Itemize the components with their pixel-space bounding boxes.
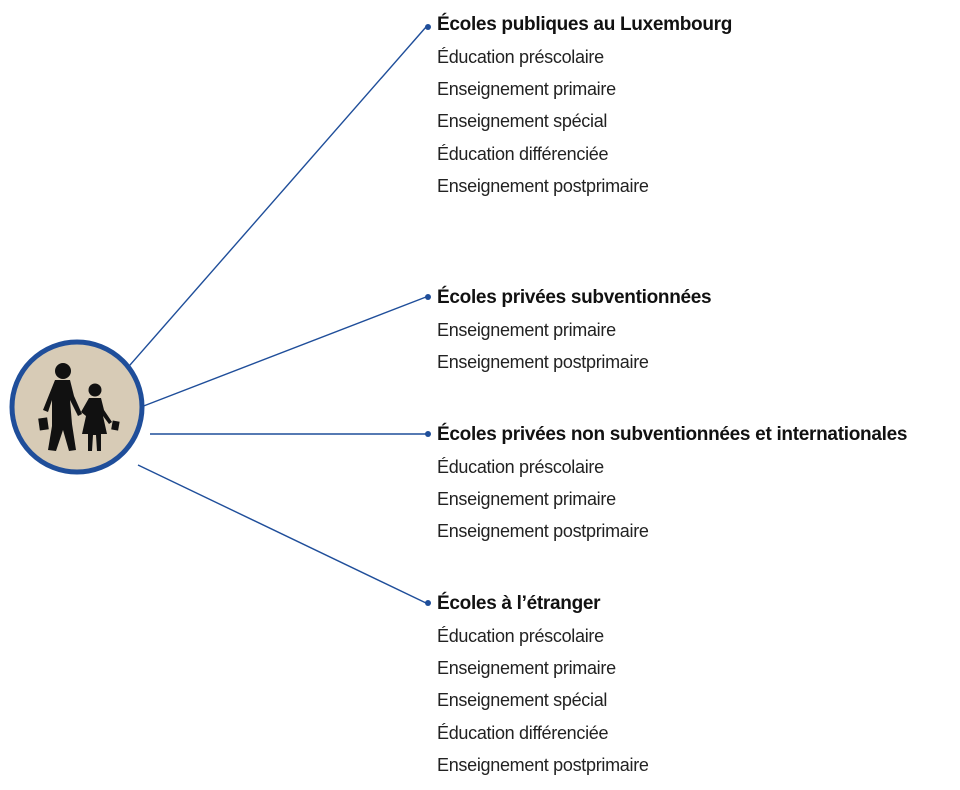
list-item: Éducation préscolaire [437, 457, 604, 477]
list-item: Enseignement spécial [437, 690, 608, 711]
adult-silhouette [38, 363, 82, 451]
list-item: Enseignement spécial [437, 111, 608, 132]
list-item: Enseignement postprimaire [437, 352, 649, 373]
bullet-dot-private-subsidised [425, 294, 431, 300]
list-item: Enseignement postprimaire [437, 754, 649, 775]
child-silhouette [81, 383, 120, 451]
list-item: Enseignement postprimaire [437, 175, 649, 196]
list-item: Éducation préscolaire [437, 47, 604, 67]
list-item: Enseignement primaire [437, 320, 616, 340]
connector-line-public [115, 26, 427, 382]
bullet-dot-abroad [425, 600, 431, 606]
bullet-dot-private-international [425, 431, 431, 437]
list-item: Éducation différenciée [437, 143, 609, 164]
group-title: Écoles à l’étranger [437, 593, 601, 614]
list-item: Enseignement postprimaire [437, 521, 649, 542]
list-item: Éducation différenciée [437, 722, 609, 743]
list-item: Enseignement primaire [437, 658, 616, 679]
list-item: Enseignement primaire [437, 489, 616, 510]
group-private-subsidised-schools: Écoles privées subventionnées Enseigneme… [437, 282, 957, 378]
group-private-international-schools: Écoles privées non subventionnées et int… [437, 419, 957, 548]
connector-line-abroad [137, 464, 427, 604]
group-schools-abroad: Écoles à l’étranger Éducation préscolair… [437, 588, 957, 781]
group-title: Écoles privées non subventionnées et int… [437, 424, 908, 445]
group-public-schools: Écoles publiques au Luxembourg Éducation… [437, 9, 957, 202]
connector-line-private-subsidised [140, 296, 427, 408]
list-item: Éducation préscolaire [437, 626, 604, 646]
school-children-crossing-icon [8, 338, 146, 476]
bullet-dot-public [425, 24, 431, 30]
group-title: Écoles publiques au Luxembourg [437, 14, 733, 35]
group-title: Écoles privées subventionnées [437, 287, 712, 308]
list-item: Enseignement primaire [437, 79, 616, 100]
